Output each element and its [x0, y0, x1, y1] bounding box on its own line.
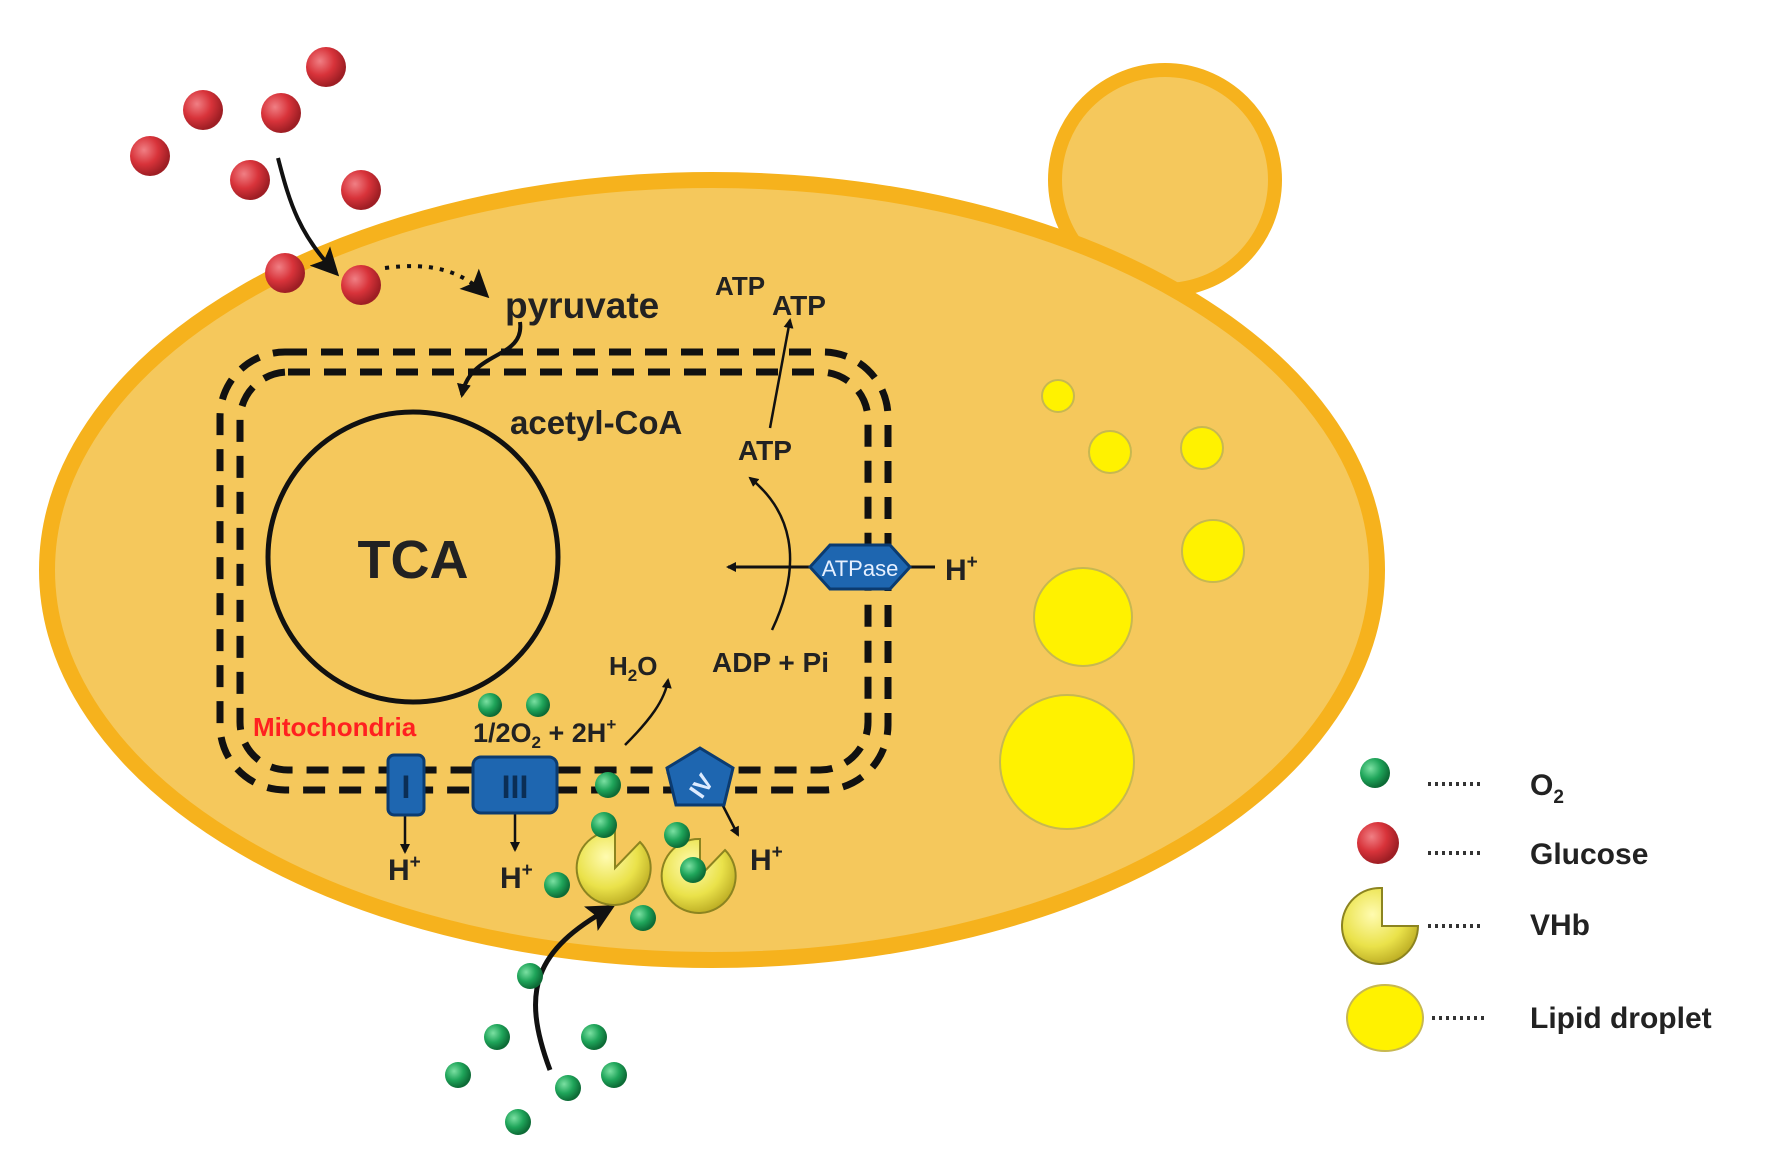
glucose-molecule	[183, 90, 223, 130]
complex-iii: III	[471, 755, 559, 815]
water-label: H2O	[609, 651, 657, 685]
glucose-molecule	[306, 47, 346, 87]
tca-label: TCA	[358, 530, 469, 590]
legend-glucose-swatch	[1357, 822, 1399, 864]
glucose-molecule	[261, 93, 301, 133]
legend-oxygen-label: O2	[1530, 769, 1564, 808]
water-formation-arrow	[624, 678, 672, 746]
yeast-cell	[39, 63, 1385, 968]
legend: O2 Glucose VHb Lipid droplet	[1341, 758, 1712, 1052]
glucose-molecule	[265, 253, 305, 293]
oxygen-molecule	[581, 1024, 607, 1050]
atp-export-arrow	[768, 318, 794, 429]
pyruvate-to-acetylcoa-arrow	[457, 321, 523, 398]
oxygen-molecule	[601, 1062, 627, 1088]
oxygen-molecule	[544, 872, 570, 898]
complex-i-label: I	[402, 769, 411, 805]
legend-vhb-label: VHb	[1530, 909, 1590, 942]
glucose-molecule	[341, 265, 381, 305]
atp-label-top: ATP	[772, 290, 826, 321]
atp-label-top-small: ATP	[715, 271, 765, 301]
lipid-droplet	[1088, 430, 1132, 474]
oxygen-molecule	[595, 772, 621, 798]
legend-lipid-label: Lipid droplet	[1530, 1002, 1712, 1035]
oxygen-molecule	[630, 905, 656, 931]
tca-cycle-circle	[265, 409, 561, 705]
complex-i: I	[386, 753, 426, 817]
legend-lipid-swatch	[1346, 984, 1424, 1052]
lipid-droplets	[999, 379, 1245, 830]
proton-label-complex-iv: H+	[750, 842, 783, 877]
proton-label-complex-iii: H+	[500, 860, 533, 895]
proton-label-atpase: H+	[945, 552, 978, 587]
atp-label-middle: ATP	[738, 435, 792, 466]
oxygen-molecules	[445, 693, 706, 1135]
legend-oxygen-swatch	[1360, 758, 1390, 788]
oxygen-molecule	[664, 822, 690, 848]
atpase-label: ATPase	[822, 556, 899, 581]
yeast-cell-body	[39, 172, 1385, 968]
atp-synthesis-arrow	[748, 476, 792, 631]
oxygen-molecule	[505, 1109, 531, 1135]
glucose-uptake-arrow	[276, 157, 340, 277]
glucose-molecules	[130, 47, 381, 305]
pyruvate-label: pyruvate	[505, 285, 659, 326]
lipid-droplet	[1181, 519, 1245, 583]
glycolysis-dotted-arrow	[384, 264, 490, 299]
proton-label-complex-i: H+	[388, 852, 421, 887]
glucose-molecule	[230, 160, 270, 200]
lipid-droplet	[1041, 379, 1075, 413]
oxygen-molecule	[484, 1024, 510, 1050]
oxygen-molecule	[517, 963, 543, 989]
oxygen-molecule	[526, 693, 550, 717]
legend-vhb-swatch	[1341, 886, 1420, 965]
lipid-droplet	[999, 694, 1135, 830]
oxygen-molecule	[591, 812, 617, 838]
adp-pi-label: ADP + Pi	[712, 647, 829, 678]
oxygen-molecule	[680, 857, 706, 883]
oxygen-reaction-label: 1/2O2 + 2H+	[473, 715, 616, 752]
atpase: ATPase	[807, 543, 913, 591]
mitochondria-label: Mitochondria	[253, 712, 417, 742]
glucose-molecule	[130, 136, 170, 176]
acetyl-coa-label: acetyl-CoA	[510, 404, 682, 441]
glucose-molecule	[341, 170, 381, 210]
oxygen-molecule	[478, 693, 502, 717]
vhb-protein	[575, 829, 652, 906]
legend-glucose-label: Glucose	[1530, 838, 1648, 871]
oxygen-molecule	[555, 1075, 581, 1101]
oxygen-molecule	[445, 1062, 471, 1088]
lipid-droplet	[1180, 426, 1224, 470]
complex-iii-label: III	[502, 769, 529, 805]
lipid-droplet	[1033, 567, 1133, 667]
complex-iv: IV	[665, 746, 735, 807]
